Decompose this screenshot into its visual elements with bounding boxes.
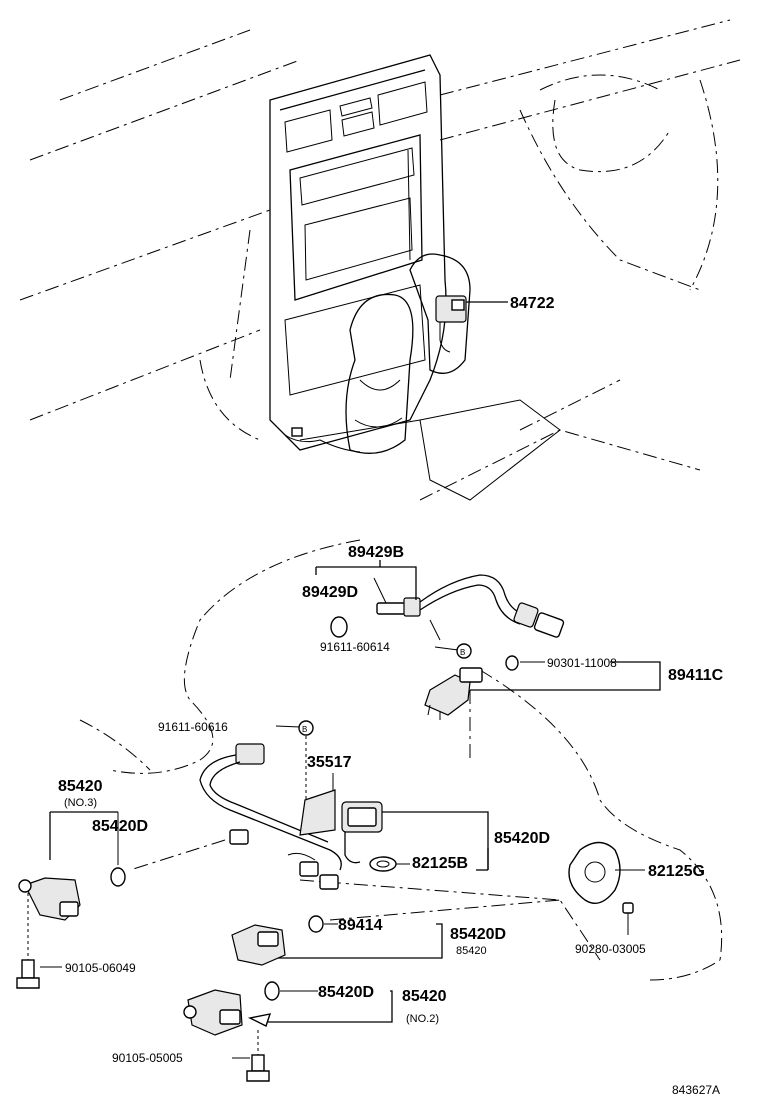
sensor-89429B [376, 574, 565, 638]
sensor-85420-no2 [183, 989, 272, 1036]
vehicle-outline [79, 539, 723, 981]
bolt-marker-icon: B [460, 648, 465, 657]
sensor-89411C [424, 667, 483, 720]
bolt-90105-05005 [246, 1054, 270, 1082]
part-sub-no3: (NO.3) [64, 797, 97, 809]
part-label-89429D: 89429D [302, 584, 358, 601]
part-label-85420-no1: 85420D [450, 926, 506, 943]
part-label-89414: 82125G [648, 863, 705, 880]
part-label-89429B: 89429B [348, 544, 404, 561]
part-label-85420-no3: 85420 [58, 778, 103, 795]
part-label-91611-60616: 91611-60616 [158, 720, 228, 734]
part-label-82125G: 82125B [412, 855, 468, 872]
connector-82125B [341, 801, 383, 864]
part-label-84722: 84722 [510, 295, 555, 312]
sensor-89414 [568, 841, 621, 904]
sensor-85420-no3 [18, 877, 81, 921]
part-label-90280-03005: 90280-03005 [575, 942, 646, 956]
part-label-85420D-b: 89414 [338, 917, 383, 934]
sensor-85420-no1 [231, 924, 286, 966]
part-label-89411C: 89411C [668, 667, 724, 684]
part-label-85420D-a: 85420D [92, 818, 148, 835]
part-sub-no2: (NO.2) [406, 1013, 439, 1025]
part-label-35517: 35517 [307, 754, 352, 771]
diagram-id: 843627A [672, 1083, 720, 1097]
bolt-90105-06049 [16, 959, 40, 989]
part-sub-no1: 85420 [456, 945, 487, 957]
o-ring-89429D [330, 616, 348, 638]
part-label-90105-06049: 90105-06049 [65, 961, 136, 975]
part-label-85420-no2: 85420 [402, 988, 447, 1005]
part-label-90301-11008: 90301-11008 [547, 656, 617, 670]
part-label-90105-05005: 90105-05005 [112, 1051, 183, 1065]
console-illustration [19, 19, 741, 501]
wiring-harness [199, 743, 342, 890]
part-label-91611-60614: 91611-60614 [320, 640, 390, 654]
part-label-82125B: 85420D [494, 830, 550, 847]
part-label-85420D-c: 85420D [318, 984, 374, 1001]
bolt-marker-icon: B [302, 725, 307, 734]
